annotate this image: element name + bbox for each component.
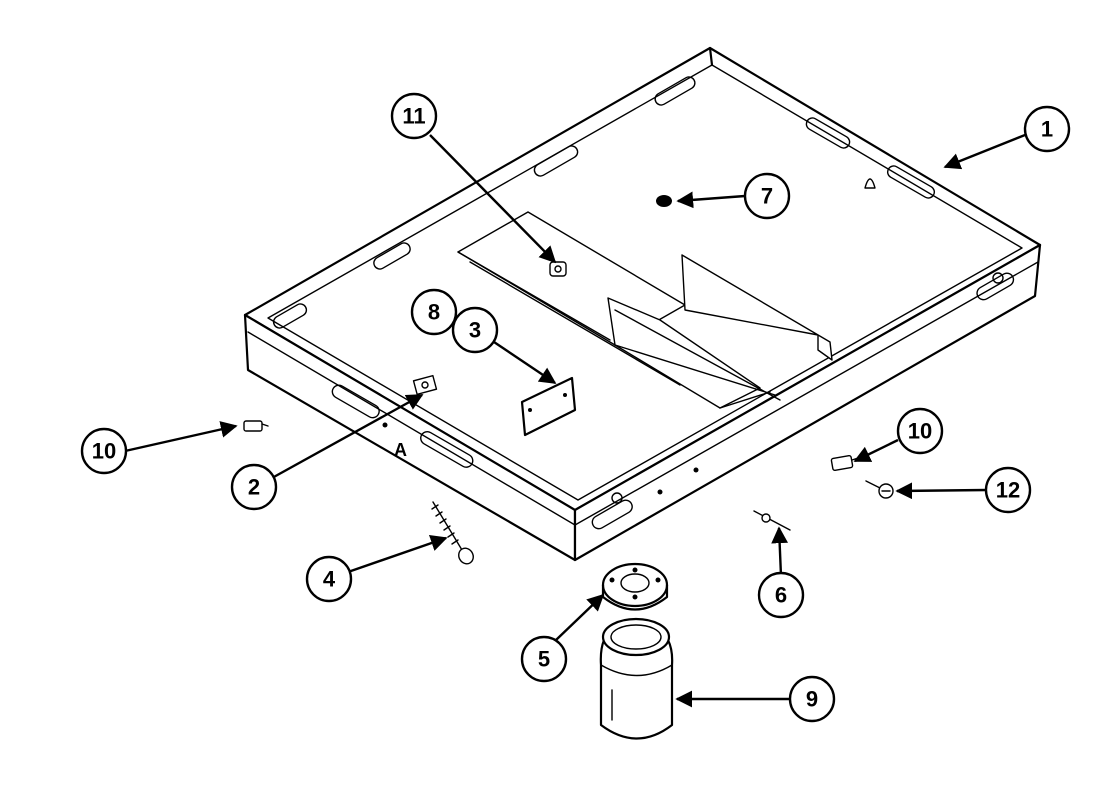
callout-8-label: 8 (428, 300, 440, 325)
callout-5: 5 (520, 635, 568, 683)
callout-2: 2 (230, 463, 278, 511)
pan-fastener (549, 261, 567, 277)
leveling-bolt (431, 501, 474, 565)
cover-plate (520, 376, 577, 437)
callout-1-label: 1 (1041, 117, 1053, 142)
callout-11-label: 11 (402, 104, 425, 129)
callout-10-right-label: 10 (908, 419, 932, 444)
callout-1: 1 (1023, 105, 1071, 153)
callout-6: 6 (757, 571, 805, 619)
callout-11: 11 (390, 92, 438, 140)
callout-4-label: 4 (323, 567, 336, 592)
callout-10-left-label: 10 (92, 439, 116, 464)
callout-5-label: 5 (538, 647, 550, 672)
clip-right (830, 454, 859, 472)
callout-7: 7 (743, 172, 791, 220)
pan-marking-letter: A (394, 440, 407, 460)
callout-10-left: 10 (80, 427, 128, 475)
drain-hole (656, 195, 672, 207)
callout-6-label: 6 (775, 583, 787, 608)
leader-lines (124, 133, 1026, 708)
retaining-pin (753, 510, 791, 531)
clip-nut (412, 374, 438, 396)
callout-12-label: 12 (996, 478, 1020, 503)
screw (865, 480, 894, 499)
callout-7-label: 7 (761, 184, 773, 209)
callout-12: 12 (984, 466, 1032, 514)
jar-lid (601, 562, 669, 611)
callout-2-label: 2 (248, 475, 260, 500)
clip-left (243, 420, 269, 432)
rim-slots (272, 76, 1015, 530)
callout-8: 8 (410, 288, 458, 336)
callout-3: 3 (451, 306, 499, 354)
drip-pan: A (243, 46, 1042, 562)
grease-jar (599, 617, 674, 740)
callout-10-right: 10 (896, 407, 944, 455)
pan-divider (457, 211, 833, 409)
callout-3-label: 3 (469, 318, 481, 343)
callout-4: 4 (305, 555, 353, 603)
callout-9-label: 9 (806, 687, 818, 712)
callout-9: 9 (788, 675, 836, 723)
